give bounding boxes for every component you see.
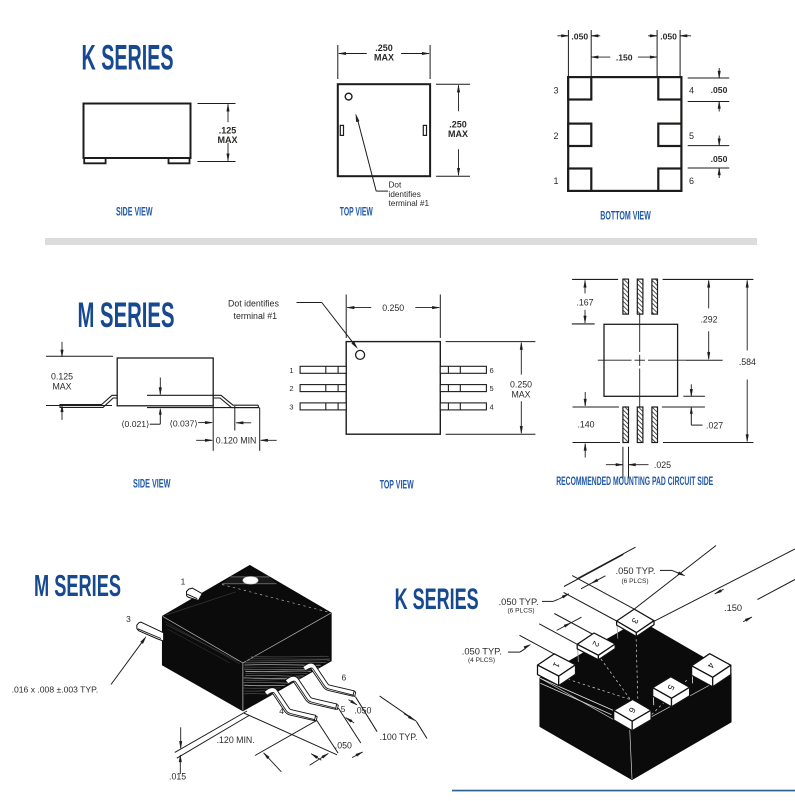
svg-text:.050 TYP.: .050 TYP. (462, 646, 502, 656)
svg-text:.050 TYP.: .050 TYP. (499, 597, 539, 607)
svg-text:.050: .050 (571, 31, 588, 41)
svg-text:.120 MIN.: .120 MIN. (217, 735, 255, 745)
svg-text:.250: .250 (449, 120, 467, 130)
svg-text:0.250: 0.250 (382, 303, 404, 313)
svg-text:Dot: Dot (389, 181, 402, 190)
svg-text:.167: .167 (576, 297, 593, 307)
svg-text:⟨0.021⟩: ⟨0.021⟩ (121, 419, 149, 429)
svg-text:.250: .250 (375, 43, 393, 53)
svg-text:MAX: MAX (511, 389, 530, 399)
svg-text:.140: .140 (577, 419, 594, 429)
svg-text:6: 6 (689, 176, 694, 186)
svg-text:(6 PLCS): (6 PLCS) (507, 608, 534, 615)
svg-text:.050: .050 (354, 706, 371, 716)
svg-text:⟨0.037⟩: ⟨0.037⟩ (170, 419, 198, 429)
svg-text:2: 2 (553, 131, 558, 141)
svg-text:TOP VIEW: TOP VIEW (340, 204, 373, 218)
svg-text:3: 3 (289, 402, 293, 411)
svg-text:3: 3 (553, 86, 558, 96)
svg-text:.292: .292 (700, 314, 717, 324)
svg-text:MAX: MAX (448, 129, 468, 139)
svg-text:2: 2 (289, 384, 293, 393)
svg-text:(4 PLCS): (4 PLCS) (468, 657, 495, 664)
svg-text:.015: .015 (169, 772, 186, 782)
svg-text:1: 1 (289, 366, 293, 375)
svg-text:0.120 MIN: 0.120 MIN (216, 436, 257, 446)
svg-text:6: 6 (342, 672, 347, 682)
svg-text:0.125: 0.125 (51, 372, 73, 382)
svg-text:3: 3 (126, 614, 131, 624)
svg-text:.584: .584 (739, 357, 756, 367)
svg-text:5: 5 (689, 131, 694, 141)
svg-text:.027: .027 (706, 420, 723, 430)
svg-text:.050: .050 (711, 154, 728, 164)
svg-text:MAX: MAX (374, 53, 394, 63)
svg-text:1: 1 (181, 577, 186, 587)
svg-text:.050 TYP.: .050 TYP. (616, 566, 656, 576)
svg-text:identifies: identifies (389, 190, 421, 199)
svg-text:terminal #1: terminal #1 (234, 311, 278, 321)
svg-text:.100 TYP.: .100 TYP. (380, 732, 418, 742)
svg-text:RECOMMENDED MOUNTING PAD CIRCU: RECOMMENDED MOUNTING PAD CIRCUIT SIDE (556, 476, 713, 488)
svg-text:BOTTOM VIEW: BOTTOM VIEW (600, 209, 651, 223)
svg-text:M SERIES: M SERIES (34, 569, 121, 603)
svg-text:.050: .050 (335, 741, 352, 751)
svg-text:5: 5 (490, 384, 494, 393)
svg-text:Dot identifies: Dot identifies (228, 298, 279, 308)
svg-text:.025: .025 (654, 460, 671, 470)
svg-text:K SERIES: K SERIES (82, 38, 174, 77)
svg-text:0.250: 0.250 (510, 379, 532, 389)
svg-text:SIDE VIEW: SIDE VIEW (133, 476, 171, 490)
svg-text:.125: .125 (219, 126, 237, 136)
svg-text:.050: .050 (711, 85, 728, 95)
svg-text:M SERIES: M SERIES (78, 296, 175, 335)
svg-text:.016 x .008 ±.003 TYP.: .016 x .008 ±.003 TYP. (12, 684, 99, 694)
svg-text:terminal #1: terminal #1 (389, 199, 430, 208)
svg-text:MAX: MAX (52, 382, 71, 392)
svg-text:.150: .150 (616, 53, 633, 63)
svg-text:4: 4 (490, 402, 494, 411)
svg-text:TOP VIEW: TOP VIEW (380, 477, 414, 491)
svg-text:.150: .150 (724, 603, 742, 613)
svg-text:.050: .050 (660, 31, 677, 41)
svg-text:K SERIES: K SERIES (395, 583, 479, 616)
svg-text:(6 PLCS): (6 PLCS) (621, 578, 648, 585)
svg-text:MAX: MAX (218, 135, 238, 145)
svg-text:SIDE VIEW: SIDE VIEW (116, 205, 153, 219)
svg-text:4: 4 (689, 86, 694, 96)
svg-text:4: 4 (279, 706, 284, 716)
svg-text:1: 1 (553, 176, 558, 186)
svg-text:6: 6 (490, 366, 494, 375)
